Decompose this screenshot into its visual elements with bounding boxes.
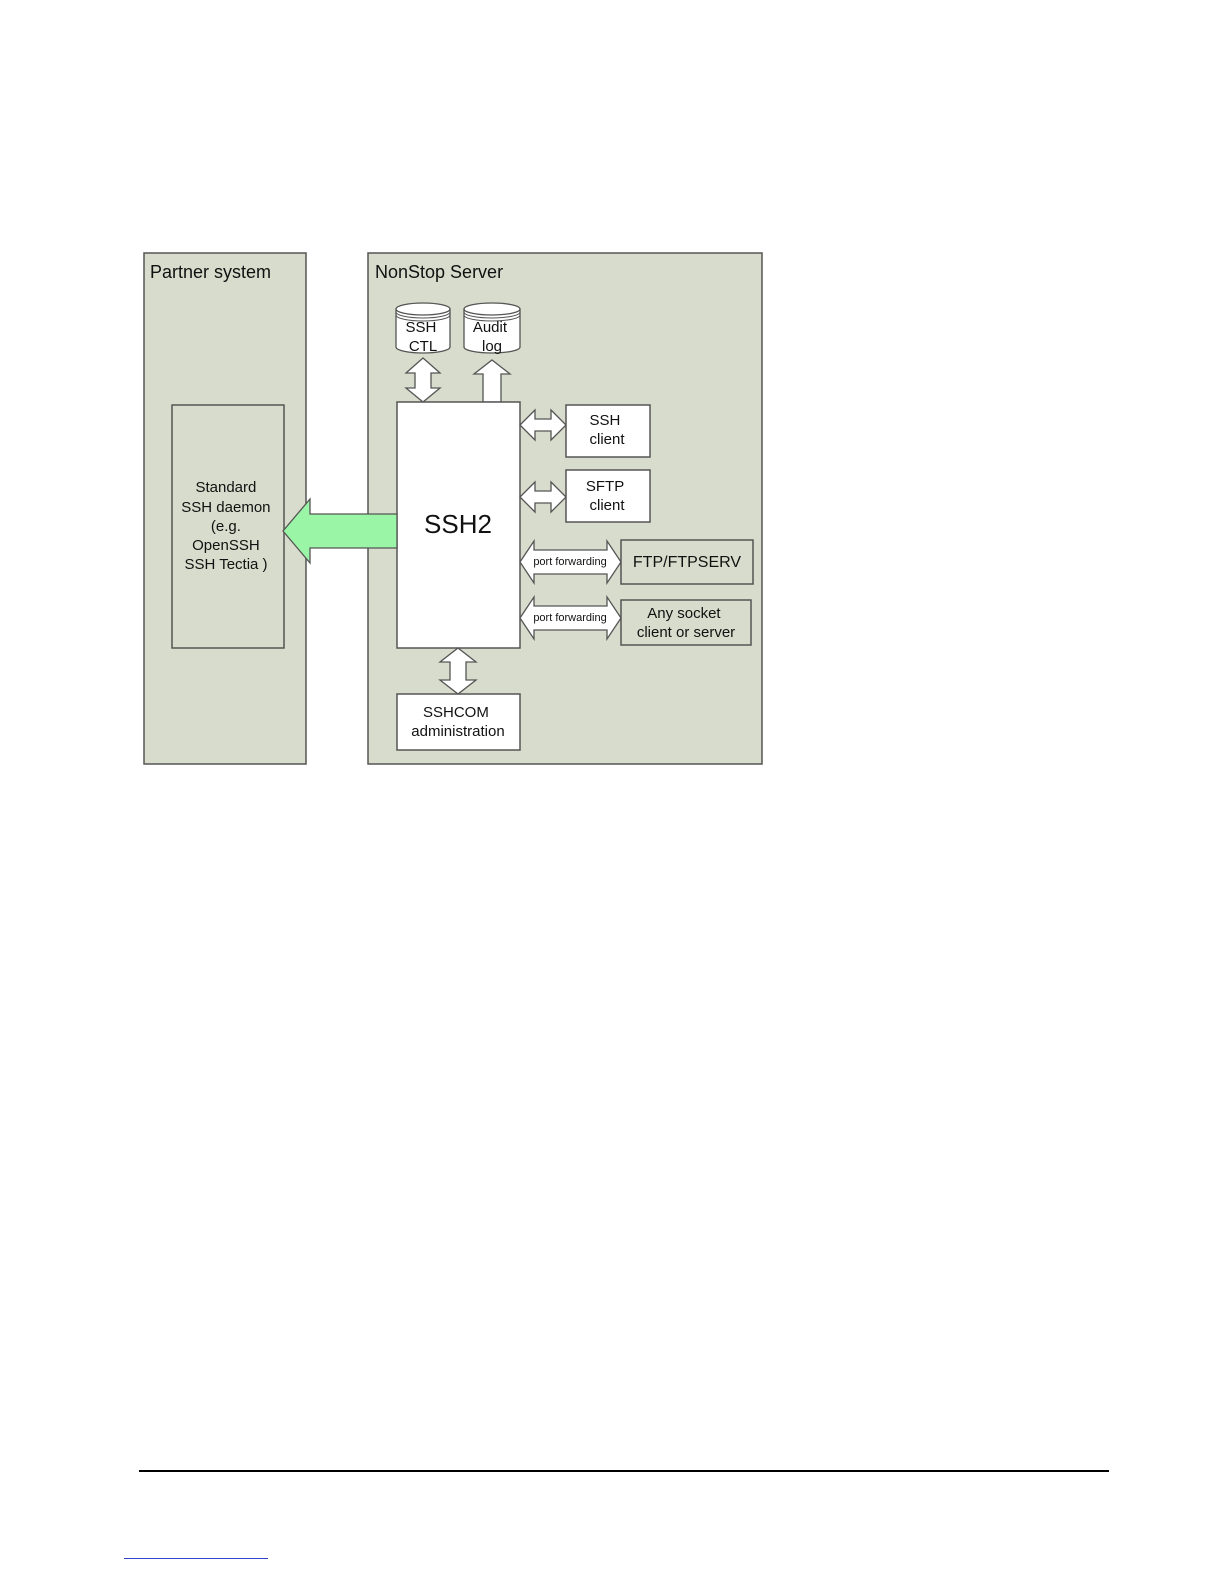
sftp-client-line-2: client <box>589 497 625 514</box>
daemon-line-2: SSH daemon <box>181 499 270 516</box>
ftp-ftpserv-label: FTP/FTPSERV <box>633 554 741 571</box>
ssh-client-box: SSH client <box>566 405 650 457</box>
nonstop-server-panel: NonStop Server SSH CTL Audit log <box>368 253 762 764</box>
footer-rule <box>139 1470 1109 1472</box>
partner-system-title: Partner system <box>150 262 271 282</box>
daemon-line-1: Standard <box>195 479 256 496</box>
partner-system-panel: Partner system Standard SSH daemon (e.g.… <box>144 253 306 764</box>
ssh-client-line-2: client <box>589 431 625 448</box>
ssh-ctl-line-1: SSH <box>405 319 436 336</box>
any-socket-line-2: client or server <box>637 624 735 641</box>
sftp-client-line-1: SFTP <box>586 478 624 495</box>
ssh-ctl-line-2: CTL <box>409 338 437 355</box>
footer-link-underline <box>124 1558 268 1559</box>
sftp-client-box: SFTP client <box>566 470 650 522</box>
ssh-ctl-database: SSH CTL <box>396 303 450 355</box>
daemon-line-4: OpenSSH <box>192 537 260 554</box>
port-forwarding-label-2: port forwarding <box>533 612 606 624</box>
daemon-line-3: (e.g. <box>211 518 241 535</box>
ssh2-label: SSH2 <box>424 509 492 539</box>
sshcom-line-1: SSHCOM <box>423 704 489 721</box>
ssh-client-line-1: SSH <box>589 412 620 429</box>
ssh2-core-box: SSH2 <box>397 402 520 648</box>
sshcom-admin-box: SSHCOM administration <box>397 694 520 750</box>
audit-log-line-1: Audit <box>473 319 508 336</box>
port-forwarding-label-1: port forwarding <box>533 556 606 568</box>
any-socket-box: Any socket client or server <box>621 600 751 645</box>
nonstop-server-title: NonStop Server <box>375 262 503 282</box>
daemon-line-5: SSH Tectia ) <box>184 556 267 573</box>
audit-log-database: Audit log <box>464 303 520 355</box>
sshcom-line-2: administration <box>411 723 504 740</box>
ftp-ftpserv-box: FTP/FTPSERV <box>621 540 753 584</box>
any-socket-line-1: Any socket <box>647 605 721 622</box>
audit-log-line-2: log <box>482 338 502 355</box>
